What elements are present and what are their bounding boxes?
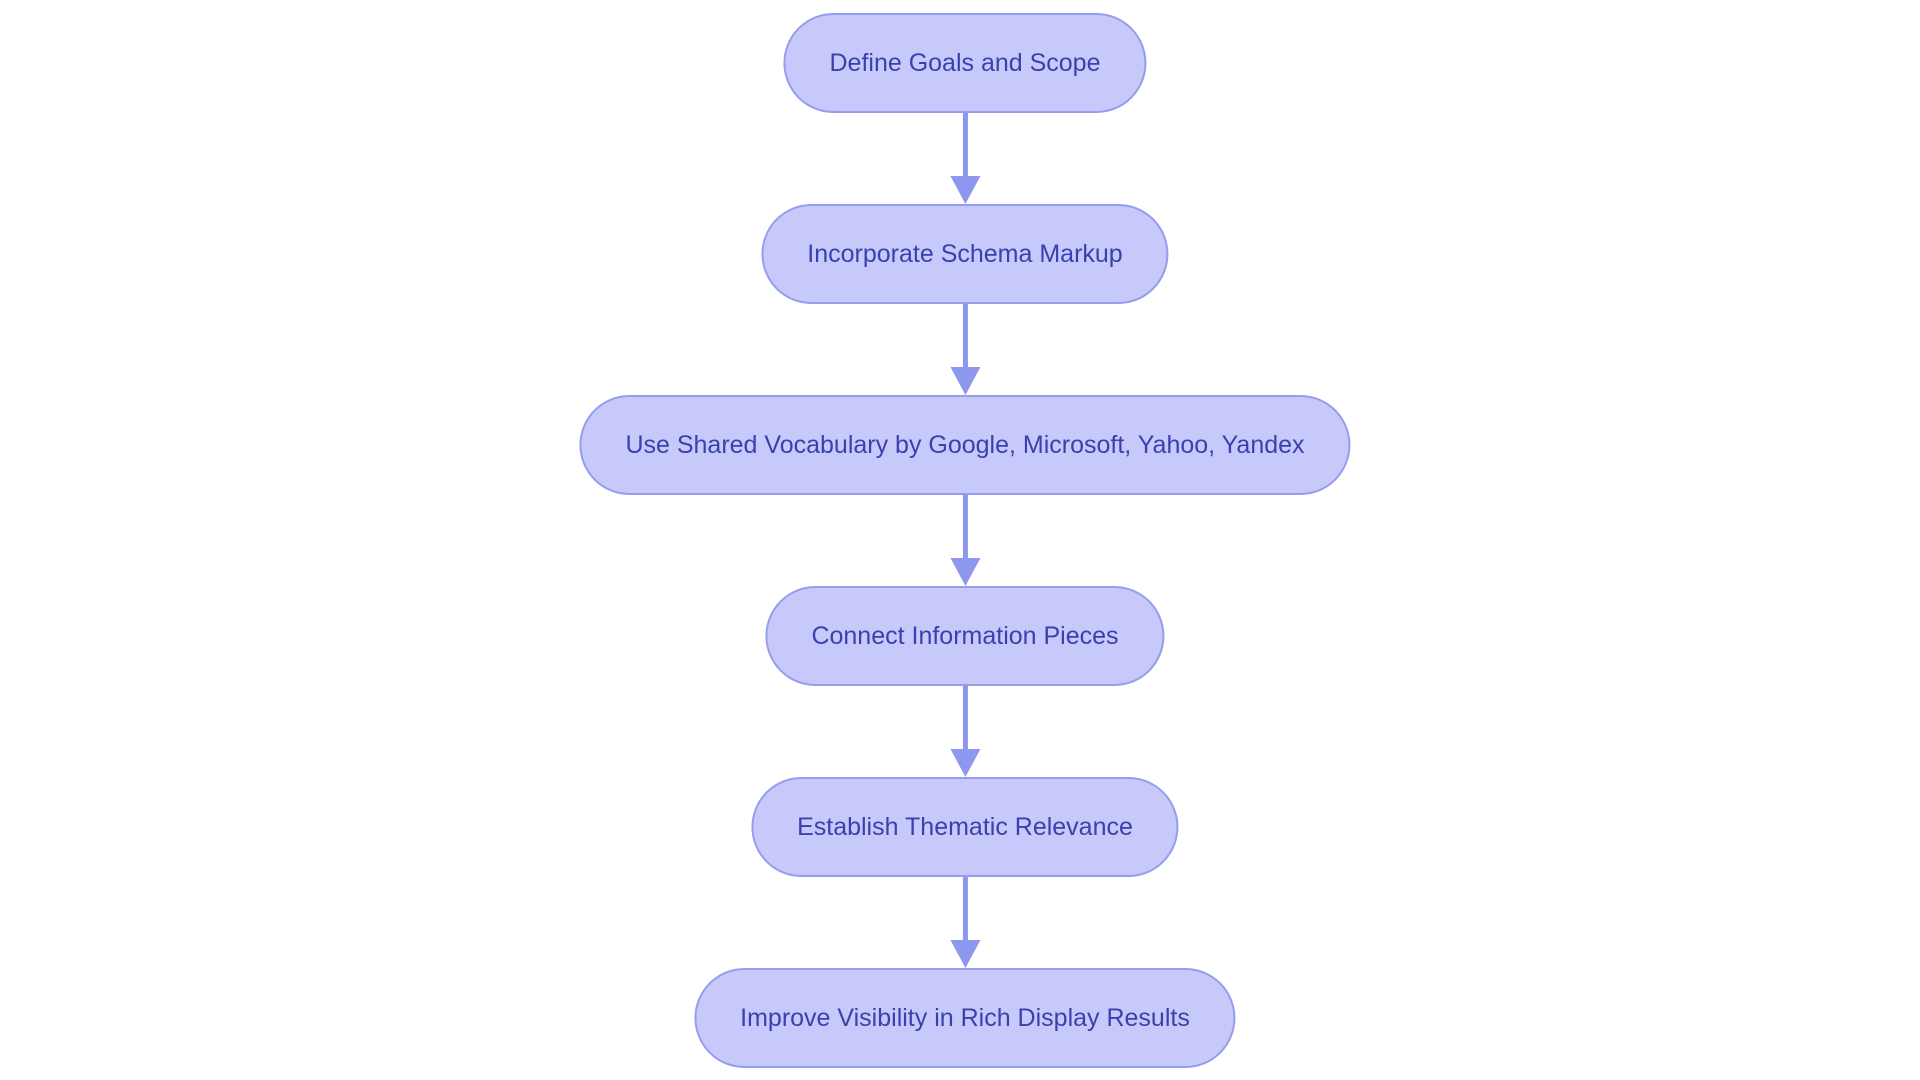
node-label: Establish Thematic Relevance — [797, 812, 1133, 841]
flow-arrow-1-2 — [949, 113, 981, 204]
flow-arrow-5-6 — [949, 877, 981, 968]
flowchart: Define Goals and Scope Incorporate Schem… — [579, 13, 1351, 1068]
arrow-line — [962, 495, 968, 559]
flow-node-incorporate-schema-markup: Incorporate Schema Markup — [761, 204, 1169, 304]
flow-arrow-4-5 — [949, 686, 981, 777]
flow-node-improve-visibility: Improve Visibility in Rich Display Resul… — [694, 968, 1236, 1068]
node-label: Improve Visibility in Rich Display Resul… — [740, 1003, 1190, 1032]
arrow-down-icon — [950, 367, 980, 395]
flow-node-use-shared-vocabulary: Use Shared Vocabulary by Google, Microso… — [579, 395, 1351, 495]
node-label: Incorporate Schema Markup — [807, 239, 1123, 268]
arrow-line — [962, 686, 968, 750]
arrow-down-icon — [950, 558, 980, 586]
flow-node-connect-information-pieces: Connect Information Pieces — [765, 586, 1165, 686]
flow-arrow-3-4 — [949, 495, 981, 586]
flow-node-establish-thematic-relevance: Establish Thematic Relevance — [751, 777, 1179, 877]
node-label: Use Shared Vocabulary by Google, Microso… — [625, 430, 1305, 459]
arrow-down-icon — [950, 749, 980, 777]
arrow-down-icon — [950, 940, 980, 968]
flow-arrow-2-3 — [949, 304, 981, 395]
arrow-down-icon — [950, 176, 980, 204]
arrow-line — [962, 304, 968, 368]
node-label: Define Goals and Scope — [829, 48, 1101, 77]
flow-node-define-goals-and-scope: Define Goals and Scope — [783, 13, 1147, 113]
arrow-line — [962, 877, 968, 941]
node-label: Connect Information Pieces — [811, 621, 1119, 650]
arrow-line — [962, 113, 968, 177]
